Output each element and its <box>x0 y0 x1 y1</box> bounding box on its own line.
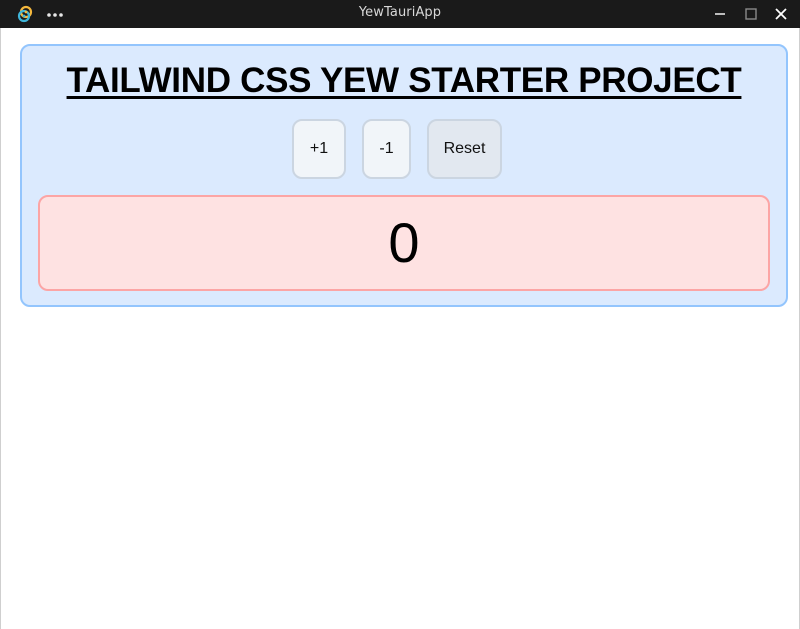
page-title: TAILWIND CSS YEW STARTER PROJECT <box>66 61 742 100</box>
counter-value: 0 <box>388 211 420 274</box>
starter-card: TAILWIND CSS YEW STARTER PROJECT +1 -1 R… <box>20 44 788 307</box>
close-icon[interactable] <box>771 4 791 24</box>
minimize-icon[interactable] <box>710 4 730 24</box>
counter-display: 0 <box>38 195 770 291</box>
window-titlebar[interactable]: YewTauriApp <box>0 0 800 28</box>
window-content: TAILWIND CSS YEW STARTER PROJECT +1 -1 R… <box>0 28 800 629</box>
more-options-icon[interactable] <box>44 4 66 24</box>
increment-button[interactable]: +1 <box>292 119 346 179</box>
tauri-app-icon <box>16 5 34 23</box>
decrement-button[interactable]: -1 <box>362 119 411 179</box>
maximize-icon[interactable] <box>741 4 761 24</box>
reset-button[interactable]: Reset <box>427 119 502 179</box>
window-title: YewTauriApp <box>358 5 442 20</box>
